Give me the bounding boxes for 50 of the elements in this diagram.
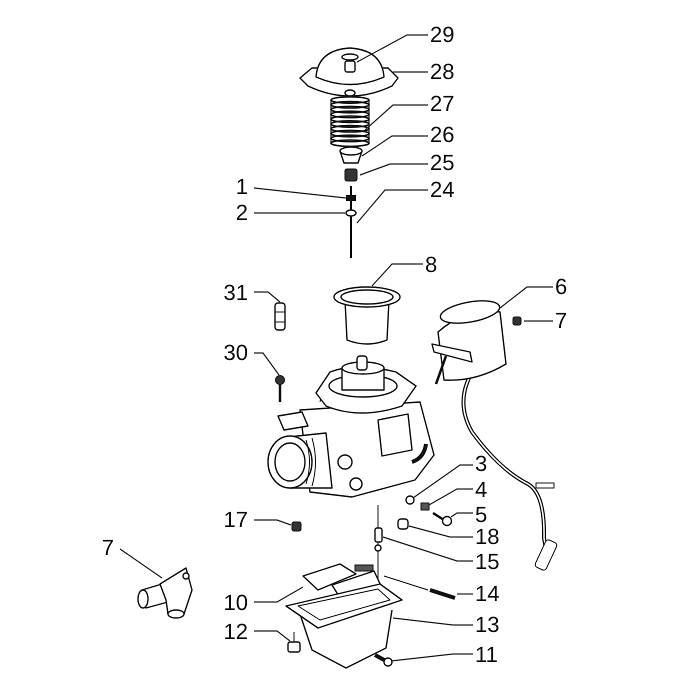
leader-line bbox=[390, 653, 473, 662]
leader-line bbox=[254, 586, 304, 603]
leader-line bbox=[362, 135, 428, 156]
callout-number: 25 bbox=[430, 152, 460, 174]
leader-line bbox=[500, 286, 553, 308]
leader-line bbox=[428, 488, 473, 506]
callout-number: 2 bbox=[222, 202, 252, 224]
callout-number: 26 bbox=[430, 124, 460, 146]
leader-line bbox=[254, 630, 290, 642]
callout-number: 30 bbox=[222, 342, 252, 364]
callout-number: 10 bbox=[222, 592, 252, 614]
callout-number: 1 bbox=[222, 176, 252, 198]
leader-line bbox=[120, 548, 162, 578]
leader-line bbox=[356, 34, 428, 63]
leader-line bbox=[382, 536, 473, 562]
leader-line bbox=[254, 352, 280, 376]
leader-line bbox=[356, 189, 428, 224]
callout-number: 12 bbox=[222, 621, 252, 643]
leader-line bbox=[254, 291, 280, 302]
callout-number: 5 bbox=[475, 504, 505, 526]
leader-line bbox=[360, 163, 428, 176]
leader-line bbox=[408, 525, 473, 538]
callout-number: 24 bbox=[430, 179, 460, 201]
leader-line bbox=[524, 320, 553, 322]
leader-line bbox=[392, 617, 473, 626]
leader-line bbox=[450, 512, 473, 518]
leader-line bbox=[372, 263, 423, 286]
leader-line bbox=[254, 212, 345, 214]
leader-line bbox=[254, 187, 346, 199]
callout-number: 11 bbox=[475, 644, 505, 666]
leader-line bbox=[254, 519, 292, 526]
callout-number: 4 bbox=[475, 479, 505, 501]
callout-number: 7 bbox=[88, 537, 118, 559]
callout-number: 7 bbox=[555, 310, 585, 332]
callout-number: 6 bbox=[555, 276, 585, 298]
callout-number: 28 bbox=[430, 61, 460, 83]
callout-number: 3 bbox=[475, 453, 505, 475]
callout-number: 13 bbox=[475, 614, 505, 636]
callout-number: 15 bbox=[475, 551, 505, 573]
callout-number: 31 bbox=[222, 282, 252, 304]
callout-number: 18 bbox=[475, 526, 505, 548]
callout-number: 8 bbox=[425, 254, 455, 276]
leader-line bbox=[412, 464, 473, 498]
leader-line bbox=[364, 104, 428, 130]
leader-line bbox=[393, 71, 428, 73]
callout-number: 14 bbox=[475, 583, 505, 605]
callout-number: 17 bbox=[222, 509, 252, 531]
callout-number: 27 bbox=[430, 93, 460, 115]
callout-number: 29 bbox=[430, 24, 460, 46]
leader-line bbox=[457, 593, 473, 595]
